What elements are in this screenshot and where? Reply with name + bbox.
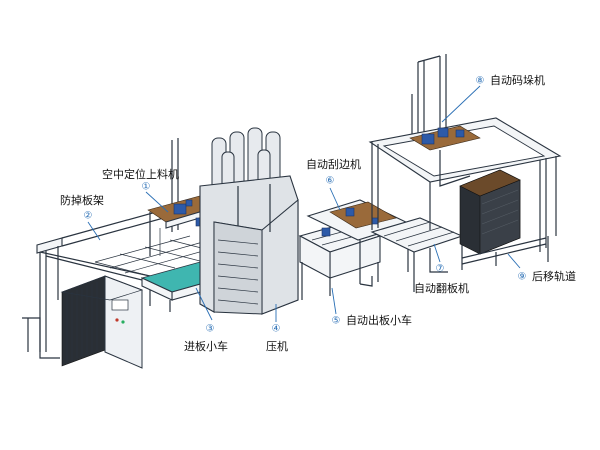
callout-number-1-text: ①: [142, 182, 151, 193]
callout-label-5: ⑤ 自动出板小车: [332, 313, 412, 327]
rear-rail: [461, 236, 549, 266]
callout-number-6-text: ⑥: [326, 176, 335, 187]
callout-number-4-text: ④: [272, 324, 281, 335]
board-flipper: [370, 217, 464, 292]
callout-label-1: ① 空中定位上料机: [102, 167, 179, 193]
callout-number-3-text: ③: [206, 324, 215, 335]
equipment-illustration: [22, 54, 562, 369]
callout-number-5-text: ⑤: [332, 316, 341, 327]
callout-label-4: ④ 压机: [266, 324, 288, 354]
callout-number-8-text: ⑧: [476, 76, 485, 87]
callout-label-3: ③ 进板小车: [184, 324, 228, 354]
auto-stacker: [368, 54, 562, 255]
callout-label-8: ⑧ 自动码垛机: [476, 73, 545, 87]
hot-press: [199, 127, 299, 315]
callout-number-9-text: ⑨: [518, 272, 527, 283]
callout-text-2: 防掉板架: [60, 193, 104, 207]
callout-text-8: 自动码垛机: [490, 73, 545, 87]
callout-label-9: ⑨ 后移轨道: [518, 269, 576, 283]
callout-text-3: 进板小车: [184, 339, 228, 353]
callout-number-7-text: ⑦: [436, 264, 445, 275]
callout-label-6: ⑥ 自动刮边机: [306, 157, 361, 187]
callout-text-5: 自动出板小车: [346, 313, 412, 327]
callout-leaders: [87, 85, 521, 322]
callout-text-7: 自动翻板机: [414, 281, 469, 295]
callout-text-9: 后移轨道: [532, 269, 576, 283]
callout-label-2: ② 防掉板架: [60, 193, 104, 222]
callout-number-2-text: ②: [84, 211, 93, 222]
callout-text-1: 空中定位上料机: [102, 167, 179, 181]
callout-text-4: 压机: [266, 339, 288, 353]
callout-label-7: ⑦ 自动翻板机: [414, 264, 469, 296]
control-cabinet: [60, 275, 144, 369]
callout-text-6: 自动刮边机: [306, 157, 361, 171]
